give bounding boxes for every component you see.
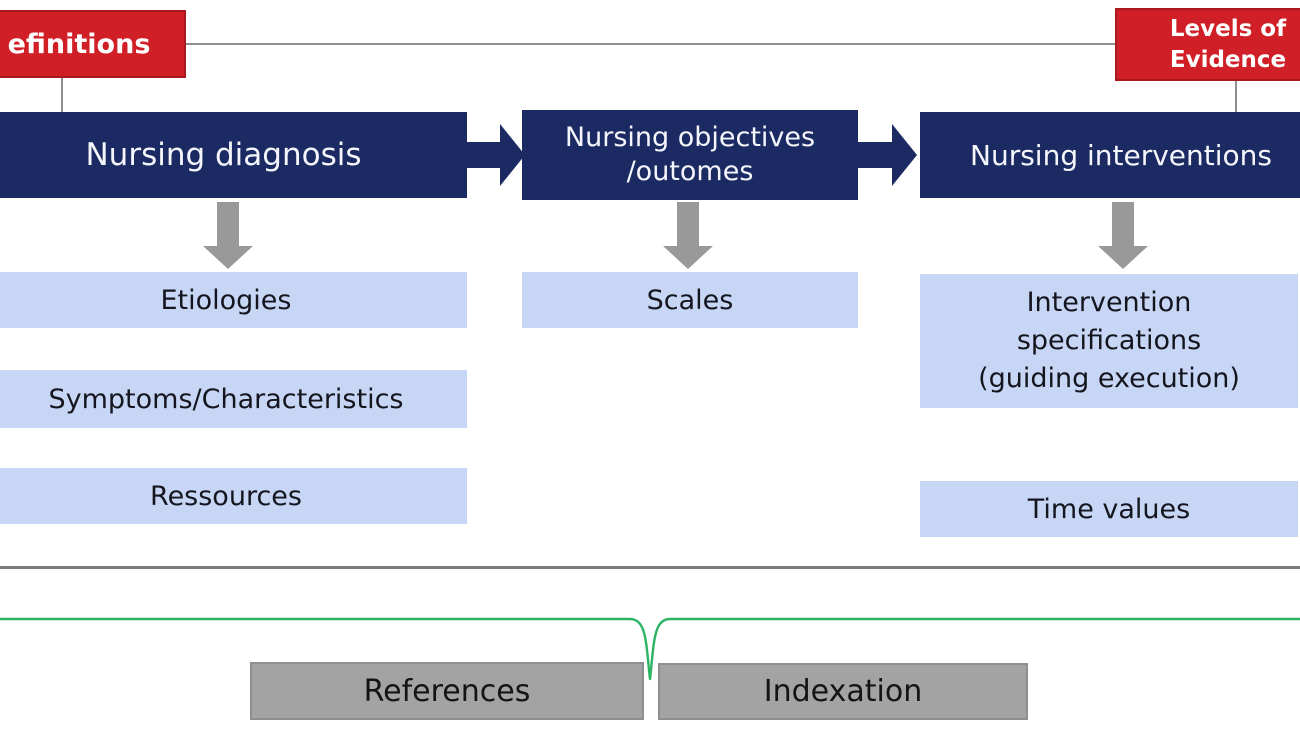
down-arrow-diagnosis-head-icon	[203, 246, 253, 269]
detail-scales-label: Scales	[646, 284, 734, 316]
detail-etiologies-label: Etiologies	[160, 284, 292, 316]
definitions-box: efinitions	[0, 10, 186, 78]
levels-of-evidence-line2: Evidence	[1169, 46, 1287, 73]
stage-nursing-objectives-label-line1: Nursing objectives	[564, 122, 816, 153]
levels-of-evidence-line1: Levels of	[1169, 15, 1287, 42]
references-box: References	[250, 662, 644, 720]
indexation-label: Indexation	[763, 674, 923, 709]
levels-connector-line	[1235, 72, 1237, 112]
down-arrow-interventions-head-icon	[1098, 246, 1148, 269]
detail-intervention-specifications-line3: (guiding execution)	[978, 363, 1240, 394]
detail-time-values-box: Time values	[920, 481, 1298, 537]
flow-arrow-right-1-head-icon	[500, 124, 525, 186]
flow-arrow-right-2-icon	[858, 142, 894, 168]
stage-nursing-interventions: Nursing interventions	[920, 112, 1300, 198]
detail-intervention-specifications-line2: specifications	[1016, 325, 1202, 356]
detail-intervention-specifications-box: Intervention specifications (guiding exe…	[920, 274, 1298, 408]
stage-nursing-diagnosis-label: Nursing diagnosis	[85, 137, 362, 173]
stage-nursing-interventions-label: Nursing interventions	[970, 138, 1272, 172]
detail-scales-box: Scales	[522, 272, 858, 328]
stage-nursing-objectives-outcomes: Nursing objectives /outomes	[522, 110, 858, 200]
top-connector-line	[185, 43, 1115, 45]
definitions-connector-line	[61, 78, 63, 112]
detail-symptoms-characteristics-label: Symptoms/Characteristics	[48, 383, 404, 415]
levels-of-evidence-box: Levels of Evidence	[1115, 8, 1300, 81]
stage-nursing-diagnosis: Nursing diagnosis	[0, 112, 467, 198]
indexation-box: Indexation	[658, 663, 1028, 720]
flow-arrow-right-2-head-icon	[892, 124, 917, 186]
detail-ressources-label: Ressources	[150, 480, 302, 512]
detail-etiologies-box: Etiologies	[0, 272, 467, 328]
references-label: References	[363, 673, 531, 709]
down-arrow-diagnosis-icon	[217, 202, 239, 248]
detail-symptoms-characteristics-box: Symptoms/Characteristics	[0, 370, 467, 428]
down-arrow-interventions-icon	[1112, 202, 1134, 248]
flow-arrow-right-1-icon	[466, 142, 502, 168]
detail-intervention-specifications-line1: Intervention	[1026, 287, 1192, 318]
definitions-label: efinitions	[7, 28, 151, 60]
down-arrow-objectives-head-icon	[663, 246, 713, 269]
stage-nursing-objectives-label-line2: /outomes	[626, 156, 754, 187]
down-arrow-objectives-icon	[677, 202, 699, 248]
section-divider-line	[0, 566, 1300, 569]
detail-time-values-label: Time values	[1027, 493, 1191, 525]
detail-ressources-box: Ressources	[0, 468, 467, 524]
